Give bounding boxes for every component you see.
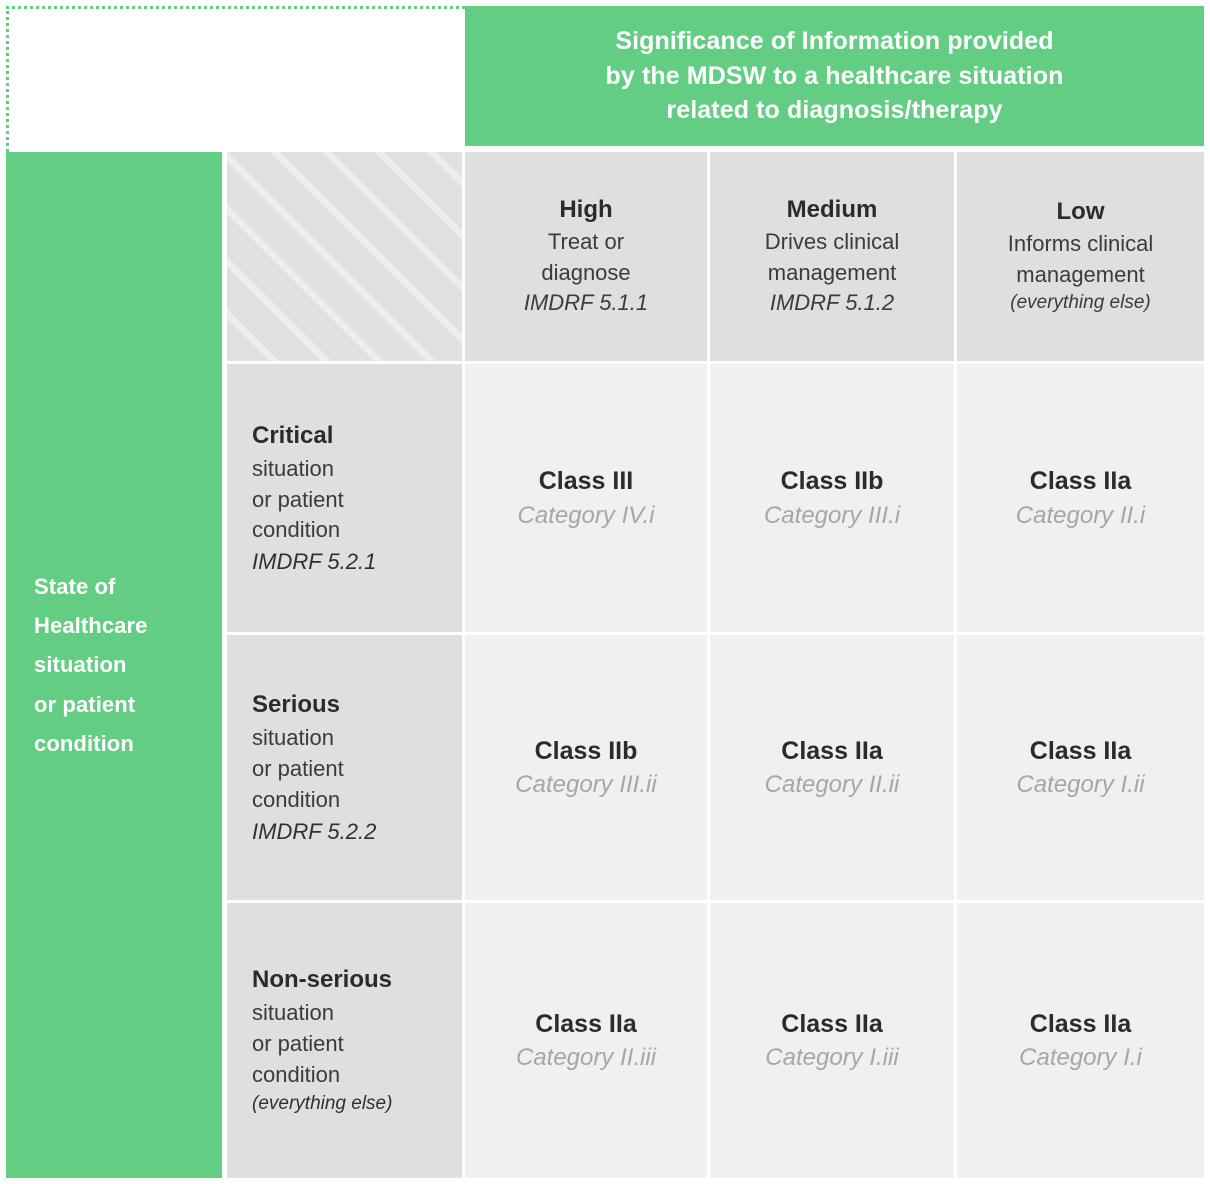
row-header-desc-line-2: or patient (252, 486, 344, 512)
row-header-reference: IMDRF 5.2.2 (252, 818, 377, 844)
column-header-level: High (559, 196, 613, 224)
row-header-serious: Serious situation or patient condition I… (227, 635, 462, 900)
row-axis-title-line-1: State of (34, 574, 116, 600)
cell-class: Class IIb (780, 467, 884, 496)
cell-category: Category IV.i (517, 501, 655, 529)
row-axis-title-line-4: or patient (34, 691, 136, 717)
row-axis-title-line-2: Healthcare (34, 613, 148, 639)
column-header-desc-line-2: management (1016, 261, 1145, 287)
cell-class: Class IIa (781, 736, 883, 765)
column-header-reference: (everything else) (1010, 292, 1151, 314)
hatched-corner-cell (227, 152, 462, 361)
cell-class: Class IIa (1029, 736, 1132, 765)
matrix-cell-critical-medium: Class IIb Category III.i (710, 364, 954, 632)
cell-category: Category I.i (1019, 1044, 1142, 1072)
row-header-desc-line-2: or patient (252, 756, 344, 782)
cell-category: Category II.i (1015, 501, 1146, 529)
column-header-level: Medium (786, 196, 878, 224)
matrix-cell-non-serious-medium: Class IIa Category I.iii (710, 903, 954, 1178)
cell-category: Category II.iii (515, 1044, 657, 1072)
cell-class: Class IIa (535, 1009, 637, 1038)
row-header-non-serious: Non-serious situation or patient conditi… (227, 903, 462, 1178)
matrix-cell-non-serious-low: Class IIa Category I.i (957, 903, 1204, 1178)
column-header-reference: IMDRF 5.1.2 (769, 290, 895, 316)
matrix-cell-non-serious-high: Class IIa Category II.iii (465, 903, 707, 1178)
column-axis-title-line-1: Significance of Information provided (615, 27, 1054, 56)
row-axis-title-line-3: situation (34, 652, 127, 678)
column-header-high: High Treat or diagnose IMDRF 5.1.1 (465, 152, 707, 361)
column-header-desc-line-1: Treat or (547, 229, 625, 255)
row-header-desc-line-1: situation (252, 1000, 334, 1026)
row-header-severity: Critical (252, 421, 334, 449)
matrix-cell-serious-medium: Class IIa Category II.ii (710, 635, 954, 900)
column-header-desc-line-2: management (767, 259, 897, 285)
row-header-critical: Critical situation or patient condition … (227, 364, 462, 632)
cell-category: Category I.iii (765, 1044, 899, 1072)
cell-class: Class IIa (1029, 1009, 1132, 1038)
cell-class: Class IIb (534, 736, 638, 765)
column-header-desc-line-1: Drives clinical (764, 229, 900, 255)
column-header-level: Low (1056, 198, 1105, 226)
column-header-low: Low Informs clinical management (everyth… (957, 152, 1204, 361)
matrix-cell-critical-high: Class III Category IV.i (465, 364, 707, 632)
row-header-severity: Serious (252, 691, 341, 719)
row-header-desc-line-1: situation (252, 455, 334, 481)
row-header-desc-line-1: situation (252, 725, 334, 751)
row-header-desc-line-3: condition (252, 786, 341, 812)
column-header-desc-line-1: Informs clinical (1007, 231, 1154, 257)
cell-class: Class IIa (781, 1009, 883, 1038)
cell-category: Category III.i (763, 501, 901, 529)
row-header-desc-line-2: or patient (252, 1031, 344, 1057)
row-header-severity: Non-serious (252, 966, 393, 994)
matrix-cell-critical-low: Class IIa Category II.i (957, 364, 1204, 632)
matrix-cell-serious-high: Class IIb Category III.ii (465, 635, 707, 900)
row-header-desc-line-3: condition (252, 1061, 341, 1087)
column-header-medium: Medium Drives clinical management IMDRF … (710, 152, 954, 361)
column-axis-title: Significance of Information provided by … (465, 6, 1204, 146)
cell-class: Class IIa (1029, 467, 1132, 496)
column-axis-title-line-3: related to diagnosis/therapy (666, 96, 1003, 125)
row-axis-title-line-5: condition (34, 730, 134, 756)
cell-category: Category II.ii (764, 771, 900, 799)
row-header-reference: IMDRF 5.2.1 (252, 549, 377, 575)
cell-category: Category I.ii (1016, 771, 1145, 799)
column-axis-title-line-2: by the MDSW to a healthcare situation (605, 61, 1064, 90)
row-axis-title: State of Healthcare situation or patient… (6, 152, 222, 1178)
cell-category: Category III.ii (515, 771, 657, 799)
column-header-reference: IMDRF 5.1.1 (523, 290, 649, 316)
row-header-desc-line-3: condition (252, 517, 341, 543)
column-header-desc-line-2: diagnose (541, 259, 631, 285)
cell-class: Class III (538, 467, 634, 496)
row-header-reference: (everything else) (252, 1092, 393, 1114)
matrix-cell-serious-low: Class IIa Category I.ii (957, 635, 1204, 900)
empty-corner-cell (6, 6, 465, 152)
